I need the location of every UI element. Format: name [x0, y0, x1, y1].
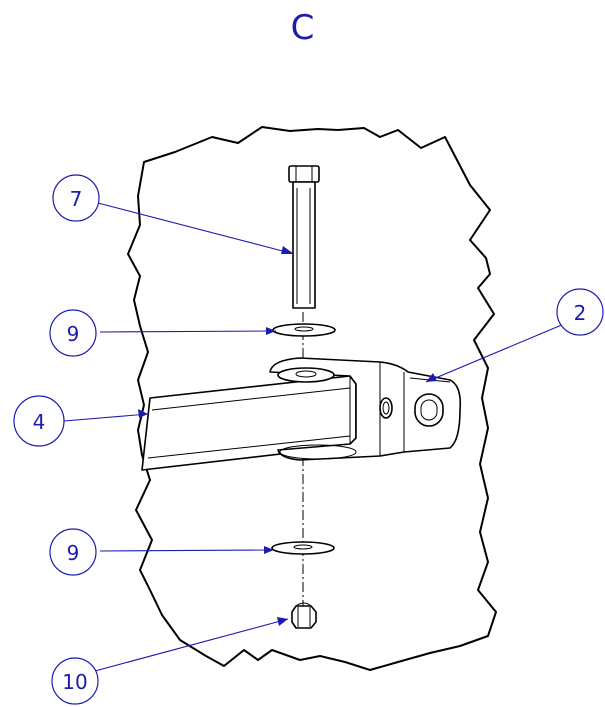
callout-9-lower: 9	[49, 528, 97, 576]
view-label: C	[290, 8, 315, 48]
leader-line-9-lower	[99, 549, 275, 552]
callout-9-upper: 9	[49, 309, 97, 357]
arrowhead-2	[426, 373, 437, 382]
callout-number: 4	[33, 410, 46, 434]
hex-bolt	[288, 165, 320, 309]
callout-10: 10	[51, 657, 99, 705]
leader-line-4	[63, 413, 149, 422]
callout-number: 2	[574, 301, 587, 325]
pivot-bracket	[269, 357, 462, 461]
lock-nut	[291, 602, 317, 629]
arrowhead-7	[281, 246, 294, 254]
lower-washer	[271, 541, 335, 555]
arrowhead-10	[277, 617, 288, 626]
leader-line-9-upper	[99, 330, 277, 333]
upper-washer	[272, 323, 336, 337]
callout-number: 10	[62, 670, 87, 694]
leader-line-10	[94, 618, 289, 672]
arrowhead-4	[138, 409, 148, 418]
callout-2: 2	[556, 288, 604, 336]
callout-7: 7	[52, 174, 100, 222]
leader-line-7	[97, 202, 295, 255]
leader-line-2	[425, 323, 565, 383]
arrowhead-9-upper	[266, 327, 276, 335]
callout-number: 7	[70, 187, 83, 211]
arrowhead-9-lower	[264, 546, 274, 554]
callout-4: 4	[13, 395, 65, 447]
callout-number: 9	[67, 541, 80, 565]
callout-number: 9	[67, 322, 80, 346]
